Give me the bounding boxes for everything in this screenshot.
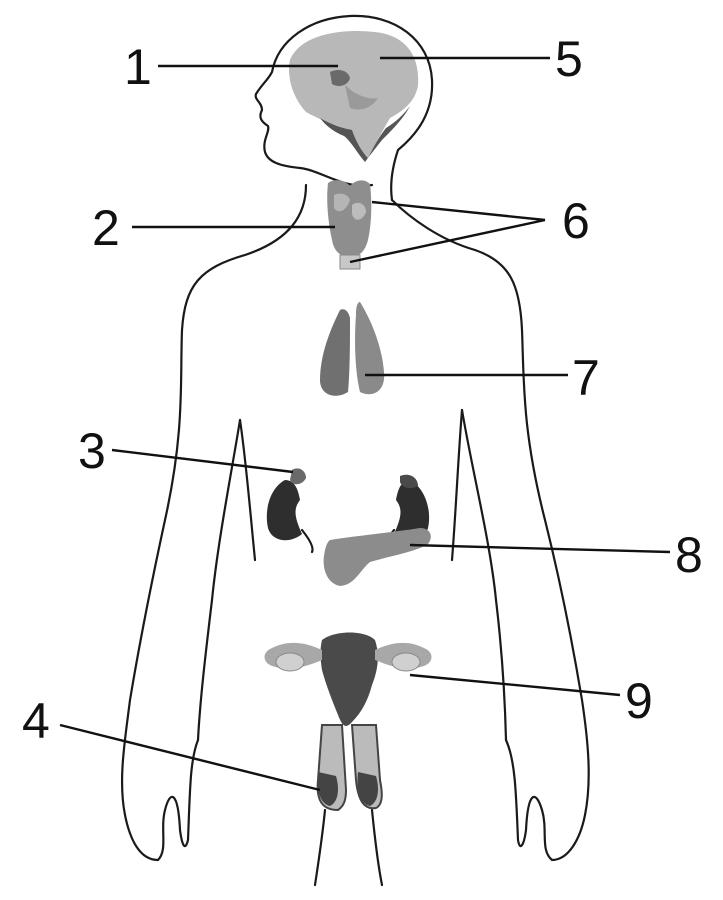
leader-6a bbox=[371, 200, 546, 222]
label-4: 4 bbox=[22, 693, 50, 749]
uterus-ovaries bbox=[264, 632, 432, 726]
kidneys bbox=[266, 468, 430, 554]
label-6: 6 bbox=[562, 193, 590, 249]
thymus bbox=[320, 302, 385, 396]
label-8: 8 bbox=[675, 527, 703, 583]
number-labels: 1 2 3 4 5 6 7 8 9 bbox=[22, 31, 703, 749]
label-5: 5 bbox=[555, 31, 583, 87]
leader-lines bbox=[59, 56, 671, 792]
leader-8 bbox=[409, 543, 671, 554]
label-2: 2 bbox=[92, 200, 120, 256]
brain bbox=[289, 30, 419, 162]
body-outline bbox=[120, 14, 590, 887]
thyroid bbox=[327, 180, 372, 270]
label-1: 1 bbox=[124, 39, 152, 95]
pancreas bbox=[323, 528, 431, 586]
label-9: 9 bbox=[625, 673, 653, 729]
label-7: 7 bbox=[572, 350, 600, 406]
leader-9 bbox=[409, 673, 621, 697]
leader-6b bbox=[349, 218, 546, 264]
label-3: 3 bbox=[78, 423, 106, 479]
leader-3 bbox=[111, 448, 294, 474]
leader-4 bbox=[59, 723, 321, 792]
testes bbox=[316, 724, 383, 812]
